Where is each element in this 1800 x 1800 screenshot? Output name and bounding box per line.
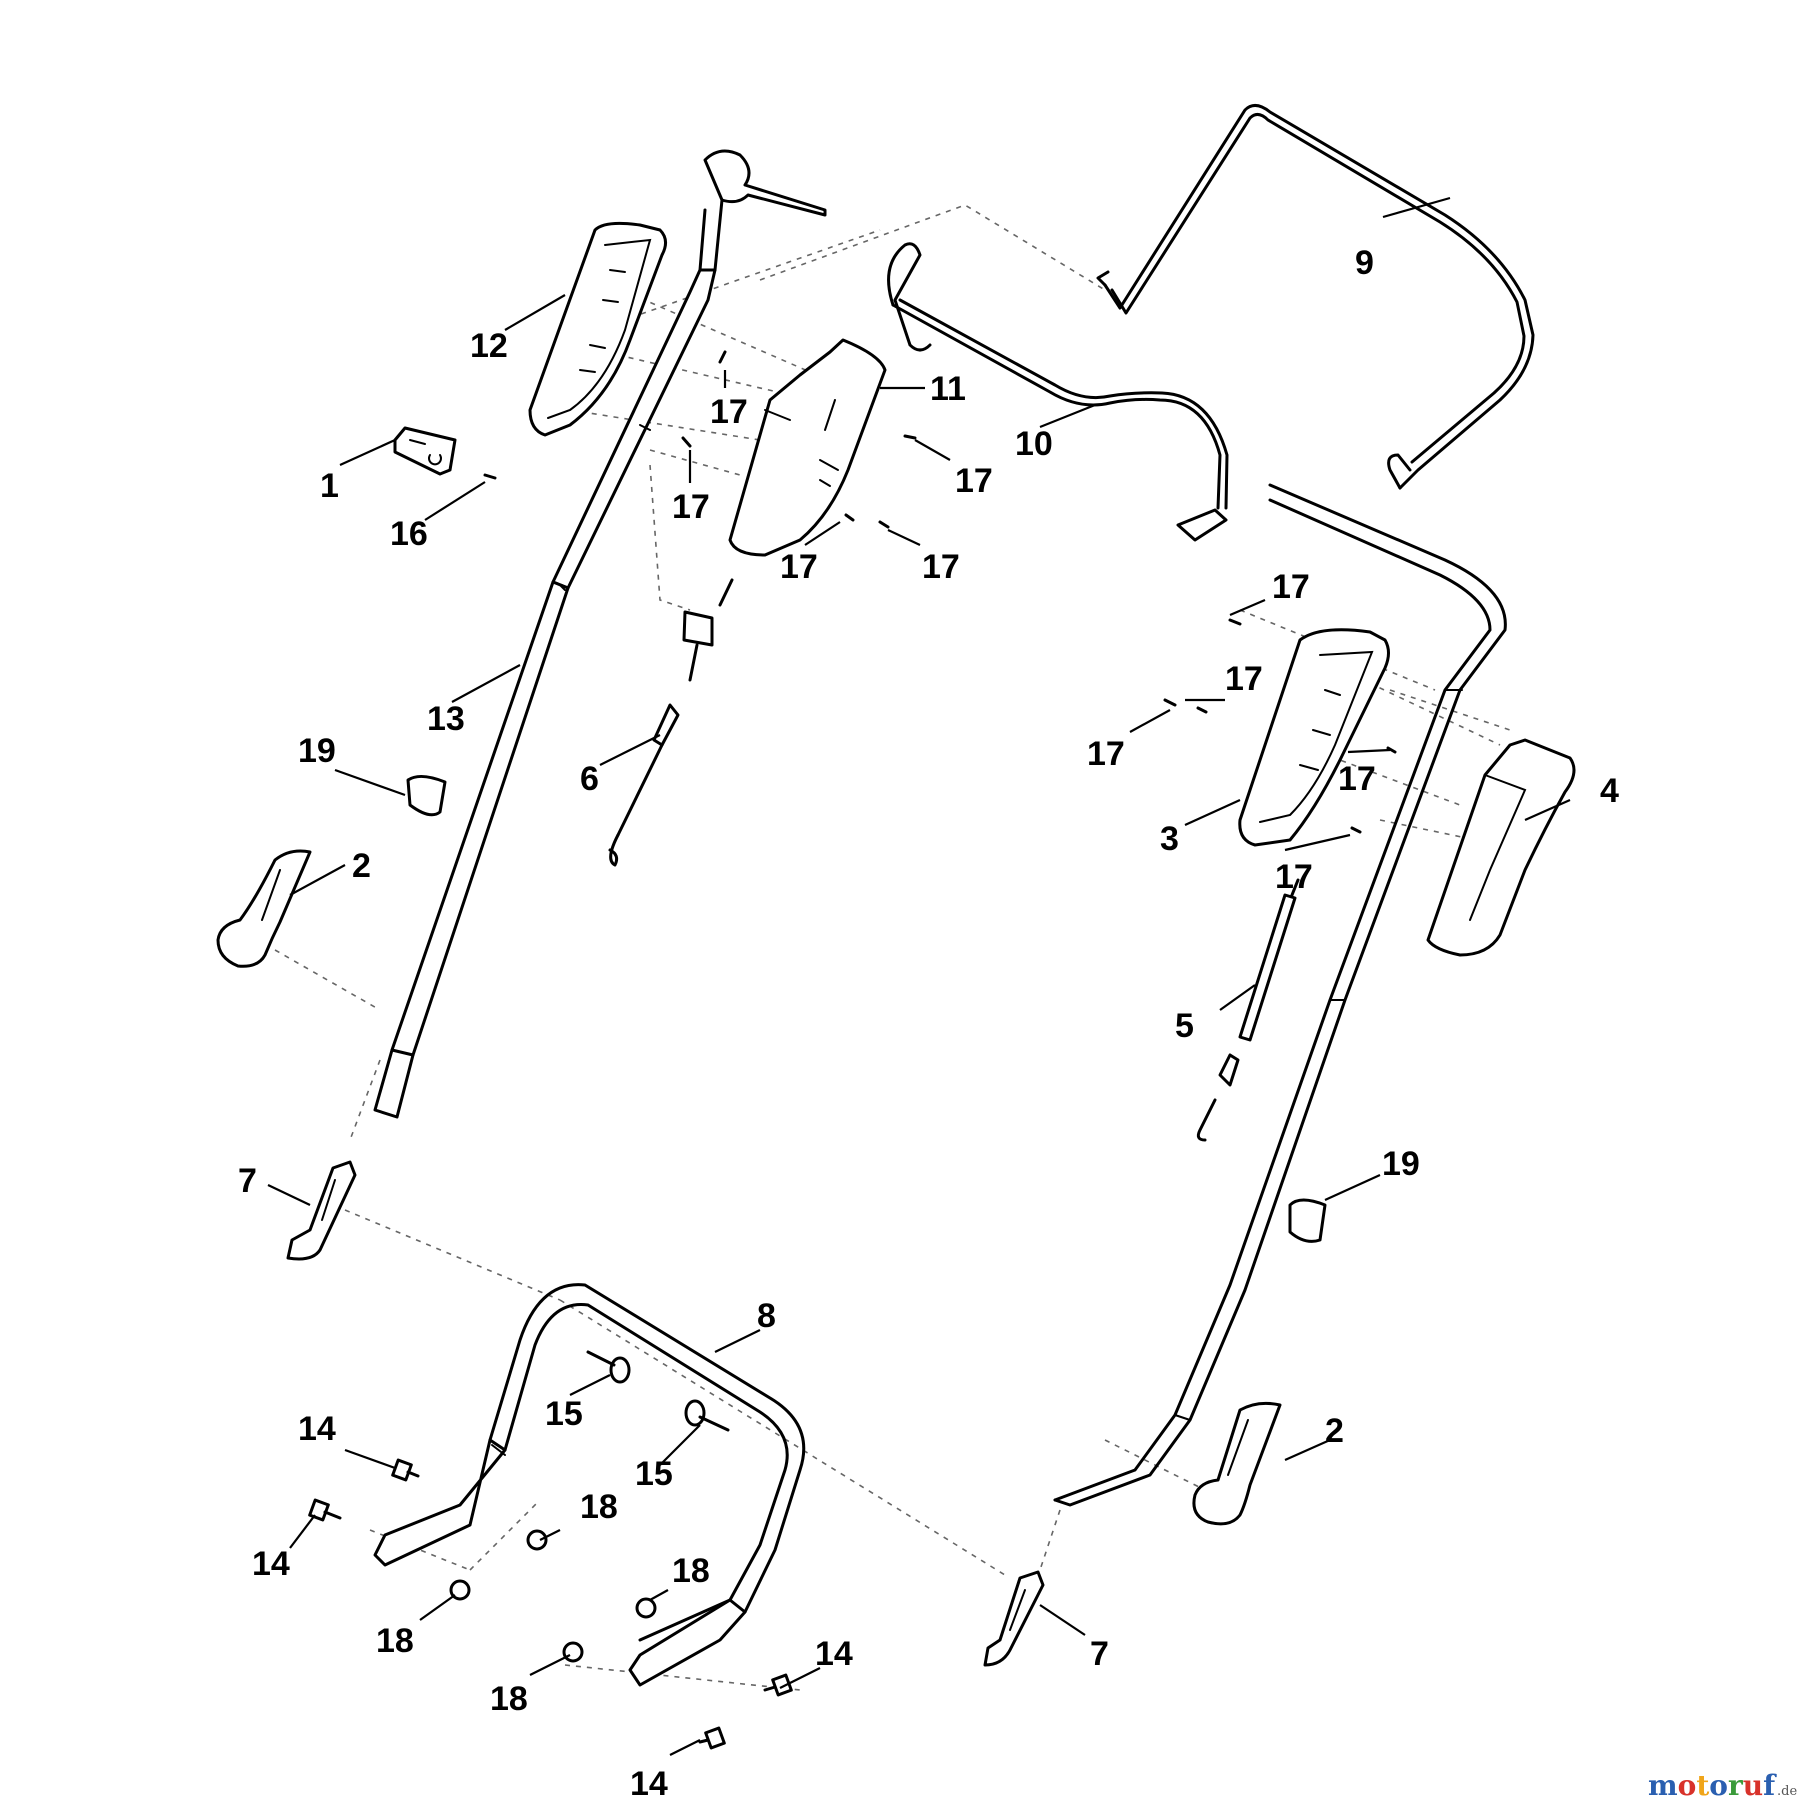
callout-3: 3 [1160, 820, 1179, 858]
callout-14c: 14 [815, 1635, 853, 1673]
part-19-left-cap [406, 775, 447, 817]
callout-14d: 14 [630, 1765, 668, 1800]
screws [483, 350, 1397, 834]
callout-17a: 17 [710, 393, 748, 431]
callout-9: 9 [1355, 244, 1374, 282]
callout-18b: 18 [376, 1622, 414, 1660]
part-11-switch-box [728, 338, 887, 557]
part-12-left-control-housing [528, 221, 667, 437]
callout-18a: 18 [580, 1488, 618, 1526]
part-2-left-lever [216, 849, 312, 968]
assembly-lines [274, 204, 1511, 1691]
callout-7b: 7 [1090, 1635, 1109, 1673]
callout-16: 16 [390, 515, 428, 553]
brand-letter-6: f [1763, 1769, 1777, 1800]
callout-14a: 14 [298, 1410, 336, 1448]
callout-17f: 17 [1272, 568, 1310, 606]
callout-2b: 2 [1325, 1412, 1344, 1450]
motoruf-watermark: motoruf .de [1648, 1769, 1797, 1800]
callout-2a: 2 [352, 847, 371, 885]
part-4-right-cover [1426, 738, 1576, 957]
part-13-left-handle-tube [373, 149, 827, 1119]
part-8-lower-handle [373, 1283, 806, 1687]
callout-19a: 19 [298, 732, 336, 770]
callout-4: 4 [1600, 772, 1619, 810]
part-3-right-control-housing [1238, 628, 1390, 847]
brand-letter-2: t [1696, 1769, 1709, 1800]
callout-17d: 17 [780, 548, 818, 586]
callout-7a: 7 [238, 1162, 257, 1200]
part-15-bolt-a [586, 1350, 631, 1384]
leader-lines [267, 196, 1571, 1756]
part-7-left-bracket [286, 1160, 357, 1261]
callout-17e: 17 [922, 548, 960, 586]
callout-labels: 9 10 11 12 1 16 17 17 17 17 17 13 6 19 2… [238, 244, 1619, 1800]
part-6-cable [608, 578, 734, 867]
callout-15a: 15 [545, 1395, 583, 1433]
brand-letter-4: r [1728, 1769, 1744, 1800]
callout-5: 5 [1175, 1007, 1194, 1045]
part-5-right-cable [1196, 878, 1300, 1142]
part-9-bail-wire [1096, 104, 1535, 490]
callout-18d: 18 [490, 1680, 528, 1718]
callout-12: 12 [470, 327, 508, 365]
brand-letter-0: m [1648, 1769, 1678, 1800]
part-19-right-cap [1288, 1198, 1327, 1243]
callout-17i: 17 [1338, 760, 1376, 798]
part-15-bolt-b [684, 1399, 730, 1432]
part-14-bolt-a [391, 1458, 420, 1482]
callout-10: 10 [1015, 425, 1053, 463]
part-18-nuts [449, 1529, 657, 1663]
callout-17g: 17 [1225, 660, 1263, 698]
callout-8: 8 [757, 1297, 776, 1335]
brand-letter-5: u [1743, 1769, 1763, 1800]
part-1-clamp [393, 426, 457, 476]
callout-17j: 17 [1275, 858, 1313, 896]
callout-17b: 17 [672, 488, 710, 526]
callout-6: 6 [580, 760, 599, 798]
callout-18c: 18 [672, 1552, 710, 1590]
part-2-right-lever [1192, 1401, 1282, 1526]
part-7-right-bracket [983, 1570, 1045, 1667]
brand-tld: .de [1777, 1784, 1797, 1799]
callout-11: 11 [930, 370, 966, 408]
callout-13: 13 [427, 700, 465, 738]
brand-letter-3: o [1709, 1769, 1728, 1800]
part-14-bolt-d [698, 1726, 726, 1750]
callout-17h: 17 [1087, 735, 1125, 773]
svg-text:motoruf: motoruf [1648, 1769, 1777, 1800]
brand-letter-1: o [1678, 1769, 1697, 1800]
right-handle-tube [1053, 483, 1507, 1507]
callout-14b: 14 [252, 1545, 290, 1583]
callout-17c: 17 [955, 462, 993, 500]
callout-1: 1 [320, 467, 339, 505]
callout-19b: 19 [1382, 1145, 1420, 1183]
part-10-bail-wire [887, 242, 1229, 542]
callout-15b: 15 [635, 1455, 673, 1493]
